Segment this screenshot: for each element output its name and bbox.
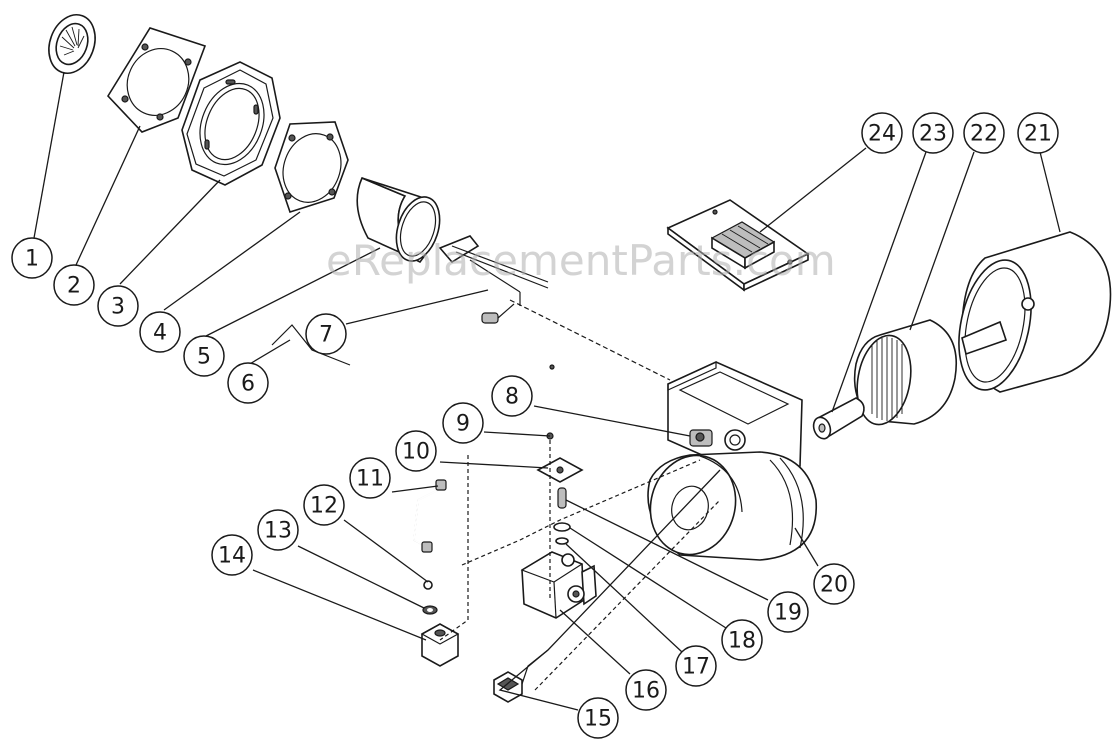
part-18-o-ring [553,522,571,532]
balloon-label: 13 [264,519,292,544]
balloon-19: 19 [767,591,809,633]
part-11-fuel-line [413,479,447,553]
part-5-blast-tube [356,176,441,264]
balloon-label: 5 [197,345,211,370]
balloon-8: 8 [491,375,533,417]
balloon-21: 21 [1017,112,1059,154]
watermark-text: eReplacementParts.com [326,236,836,285]
part-22-blower-wheel [853,319,957,426]
balloon-13: 13 [257,509,299,551]
part-20-burner-housing [647,361,817,561]
part-24-control-board [666,199,810,292]
part-21-motor [958,231,1112,393]
balloon-label: 24 [868,122,896,147]
balloon-label: 1 [25,247,39,272]
balloon-label: 6 [241,372,255,397]
part-12-nut [423,580,433,590]
balloon-24: 24 [861,112,903,154]
balloon-label: 19 [774,601,802,626]
balloon-18: 18 [721,619,763,661]
part-23-coupling [812,397,865,440]
part-7-electrode-assembly [438,235,549,324]
balloon-label: 2 [67,274,81,299]
balloon-label: 15 [584,707,612,732]
part-14-solenoid-coil [420,623,460,667]
balloon-23: 23 [912,112,954,154]
balloon-label: 9 [456,412,470,437]
balloon-20: 20 [813,563,855,605]
balloon-1: 1 [11,237,53,279]
balloon-label: 8 [505,385,519,410]
balloon-label: 12 [310,494,338,519]
balloon-10: 10 [395,430,437,472]
balloon-6: 6 [227,362,269,404]
balloon-3: 3 [97,285,139,327]
part-4-gasket [274,121,349,213]
balloon-16: 16 [625,669,667,711]
balloon-label: 21 [1024,122,1052,147]
balloon-7: 7 [305,313,347,355]
balloon-4: 4 [139,311,181,353]
part-17-washer [555,537,569,545]
balloon-label: 20 [820,573,848,598]
balloon-12: 12 [303,484,345,526]
part-16-fuel-pump [520,551,597,619]
balloon-11: 11 [349,457,391,499]
balloon-label: 14 [218,544,246,569]
balloon-label: 7 [319,323,333,348]
part-19-valve-stem [557,487,567,509]
balloon-17: 17 [675,645,717,687]
part-2-flange-gasket [106,27,207,133]
balloon-label: 18 [728,629,756,654]
part-15-cable-connector [493,649,549,703]
part-10-valve-plate [536,457,584,483]
part-13-washer [422,605,438,615]
balloon-label: 16 [632,679,660,704]
assembly-lines [439,299,721,691]
balloon-5: 5 [183,335,225,377]
balloon-label: 22 [970,122,998,147]
balloon-label: 23 [919,122,947,147]
balloon-label: 11 [356,467,384,492]
balloon-label: 3 [111,295,125,320]
part-6-bracket [271,324,351,366]
balloon-label: 10 [402,440,430,465]
balloon-15: 15 [577,697,619,739]
balloon-22: 22 [963,112,1005,154]
balloon-9: 9 [442,402,484,444]
balloon-14: 14 [211,534,253,576]
balloon-2: 2 [53,264,95,306]
part-1-air-ring [48,14,96,74]
balloon-label: 4 [153,321,167,346]
part-3-mounting-flange [181,61,281,186]
leader-lines [33,71,1061,711]
balloon-label: 17 [682,655,710,680]
